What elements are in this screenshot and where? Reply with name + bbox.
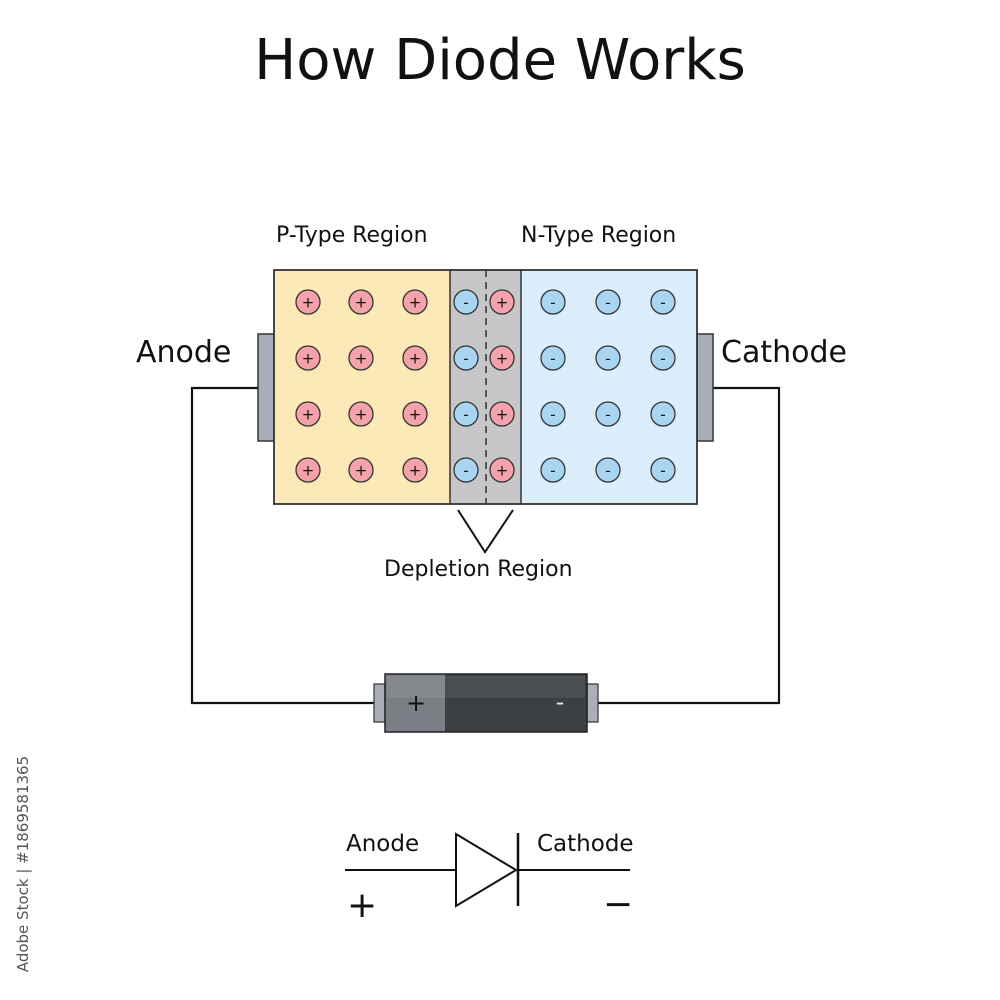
hole-charge-sign: +	[355, 294, 368, 312]
electron-charge-sign: -	[463, 350, 468, 368]
anode-terminal	[257, 333, 275, 442]
hole-charge-sign: +	[302, 350, 315, 368]
electron-charge-icon	[453, 401, 479, 427]
wire-left	[190, 386, 375, 705]
battery-outline	[384, 673, 588, 733]
hole-charge-icon	[489, 457, 515, 483]
hole-charge-sign: +	[355, 406, 368, 424]
depletion-pointer	[457, 509, 514, 554]
symbol-cathode-label: Cathode	[537, 831, 634, 857]
electron-charge-icon	[595, 457, 621, 483]
depletion-label: Depletion Region	[384, 557, 573, 582]
hole-charge-icon	[348, 401, 374, 427]
battery-cap-right	[586, 683, 599, 723]
electron-charge-sign: -	[550, 462, 555, 480]
electron-charge-sign: -	[605, 462, 610, 480]
electron-charge-icon	[540, 457, 566, 483]
cathode-terminal	[696, 333, 714, 442]
electron-charge-sign: -	[660, 350, 665, 368]
electron-charge-sign: -	[660, 462, 665, 480]
battery-negative-sign: -	[556, 688, 565, 716]
n-type-label: N-Type Region	[521, 223, 677, 248]
hole-charge-sign: +	[496, 294, 509, 312]
cathode-label: Cathode	[721, 335, 847, 370]
symbol-anode-label: Anode	[346, 831, 420, 857]
electron-charge-icon	[650, 457, 676, 483]
hole-charge-sign: +	[302, 294, 315, 312]
electron-charge-sign: -	[463, 294, 468, 312]
hole-charge-icon	[402, 289, 428, 315]
battery-cap-left	[373, 683, 386, 723]
hole-charge-sign: +	[355, 462, 368, 480]
stock-watermark: Adobe Stock | #1869581365	[8, 755, 38, 985]
charge-carriers: + + + + - - - - + + + + - - - - + + + + - - - - + + + + - - - -	[295, 289, 676, 483]
diode-triangle-icon	[455, 832, 518, 908]
hole-charge-icon	[402, 345, 428, 371]
electron-charge-sign: -	[605, 406, 610, 424]
hole-charge-sign: +	[409, 350, 422, 368]
electron-charge-icon	[453, 345, 479, 371]
hole-charge-icon	[489, 289, 515, 315]
electron-charge-icon	[453, 289, 479, 315]
hole-charge-icon	[489, 345, 515, 371]
hole-charge-sign: +	[409, 462, 422, 480]
hole-charge-sign: +	[496, 350, 509, 368]
electron-charge-sign: -	[463, 462, 468, 480]
electron-charge-icon	[540, 345, 566, 371]
watermark-text: Adobe Stock | #1869581365	[14, 755, 32, 973]
hole-charge-sign: +	[409, 294, 422, 312]
page-title: How Diode Works	[254, 28, 746, 93]
electron-charge-sign: -	[463, 406, 468, 424]
electron-charge-sign: -	[605, 350, 610, 368]
battery-positive-sign: +	[406, 689, 426, 717]
battery-highlight	[387, 676, 585, 698]
electron-charge-sign: -	[660, 294, 665, 312]
hole-charge-icon	[348, 289, 374, 315]
hole-charge-icon	[402, 457, 428, 483]
electron-charge-icon	[650, 401, 676, 427]
hole-charge-icon	[402, 401, 428, 427]
electron-charge-sign: -	[550, 406, 555, 424]
electron-charge-icon	[595, 289, 621, 315]
electron-charge-sign: -	[660, 406, 665, 424]
electron-charge-sign: -	[550, 350, 555, 368]
battery-positive-half	[385, 674, 445, 732]
hole-charge-icon	[489, 401, 515, 427]
battery-negative-half	[445, 674, 587, 732]
electron-charge-icon	[595, 345, 621, 371]
electron-charge-icon	[595, 401, 621, 427]
p-type-label: P-Type Region	[276, 223, 428, 248]
symbol-plus-sign: +	[347, 885, 378, 926]
electron-charge-icon	[453, 457, 479, 483]
electron-charge-icon	[540, 289, 566, 315]
electron-charge-sign: -	[550, 294, 555, 312]
hole-charge-sign: +	[302, 462, 315, 480]
hole-charge-sign: +	[496, 406, 509, 424]
hole-charge-sign: +	[302, 406, 315, 424]
hole-charge-sign: +	[409, 406, 422, 424]
hole-charge-icon	[295, 457, 321, 483]
hole-charge-icon	[295, 345, 321, 371]
hole-charge-icon	[295, 401, 321, 427]
wire-right	[598, 386, 781, 705]
hole-charge-sign: +	[496, 462, 509, 480]
electron-charge-icon	[650, 345, 676, 371]
hole-charge-sign: +	[355, 350, 368, 368]
hole-charge-icon	[348, 345, 374, 371]
hole-charge-icon	[348, 457, 374, 483]
electron-charge-icon	[650, 289, 676, 315]
anode-label: Anode	[136, 335, 232, 370]
electron-charge-sign: -	[605, 294, 610, 312]
symbol-minus-sign: −	[603, 884, 634, 925]
hole-charge-icon	[295, 289, 321, 315]
electron-charge-icon	[540, 401, 566, 427]
